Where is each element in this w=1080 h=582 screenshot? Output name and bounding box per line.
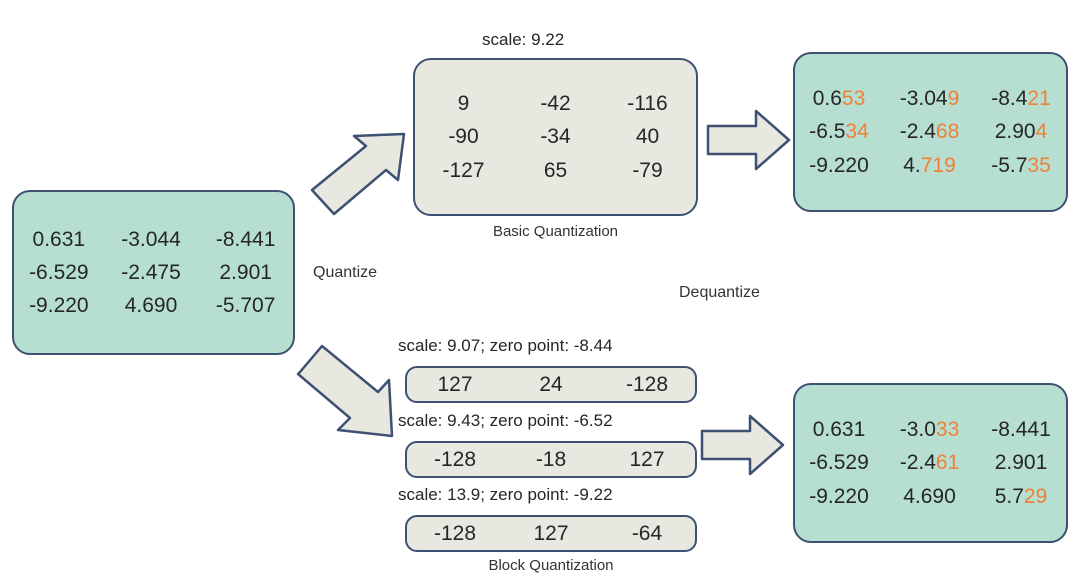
matrix-cell: -6.529: [29, 260, 89, 284]
quantize-arrow-icon: [310, 132, 406, 216]
matrix-cell: -8.441: [215, 227, 276, 251]
matrix-cell: 0.653: [812, 87, 866, 111]
matrix-cell: -127: [442, 158, 485, 182]
matrix-cell: -8.421: [991, 87, 1051, 111]
basic-quantization-caption: Basic Quantization: [492, 223, 619, 240]
block-row-values: -128 127 -64: [407, 517, 695, 550]
matrix-cell: 0.631: [812, 418, 866, 442]
matrix-cell: -3.044: [121, 227, 181, 251]
block-quantization-row-2: -128 -18 127: [405, 441, 697, 478]
matrix-cell: 2.901: [994, 451, 1048, 475]
matrix-cell: -116: [627, 92, 668, 116]
block-dequant-row: 0.631 -3.033 -8.441: [795, 413, 1066, 446]
dequantize-arrow-bottom-icon: [700, 414, 785, 476]
matrix-cell: 65: [543, 158, 568, 182]
matrix-cell: -79: [632, 158, 663, 182]
input-matrix-row: -6.529 -2.475 2.901: [14, 256, 293, 289]
matrix-cell: 24: [539, 372, 563, 396]
block-dequant-box: 0.631 -3.033 -8.441 -6.529 -2.461 2.901 …: [793, 383, 1068, 543]
matrix-cell: -9.220: [809, 153, 869, 177]
dequantize-arrow-top-icon: [706, 109, 791, 171]
matrix-cell: -128: [625, 372, 669, 396]
basic-quant-row: -127 65 -79: [415, 154, 696, 187]
matrix-cell: 4.690: [124, 294, 178, 318]
matrix-cell: -64: [631, 521, 663, 545]
matrix-cell: -128: [433, 521, 477, 545]
block-dequant-row: -6.529 -2.461 2.901: [795, 446, 1066, 479]
block-scale-label-2: scale: 9.43; zero point: -6.52: [398, 411, 613, 430]
matrix-cell: -34: [540, 125, 571, 149]
quantize-label: Quantize: [313, 264, 378, 281]
basic-quant-row: -90 -34 40: [415, 120, 696, 153]
basic-quant-row: 9 -42 -116: [415, 87, 696, 120]
matrix-cell: -5.707: [215, 294, 276, 318]
input-matrix-row: 0.631 -3.044 -8.441: [14, 223, 293, 256]
matrix-cell: 5.729: [994, 484, 1048, 508]
block-row-values: 127 24 -128: [407, 368, 695, 401]
matrix-cell: -3.049: [899, 87, 960, 111]
basic-dequant-row: 0.653 -3.049 -8.421: [795, 82, 1066, 115]
matrix-cell: -128: [433, 447, 477, 471]
matrix-cell: -9.220: [809, 484, 869, 508]
matrix-cell: -2.461: [899, 451, 960, 475]
matrix-cell: 9: [457, 92, 470, 116]
matrix-cell: 0.631: [32, 227, 86, 251]
matrix-cell: 127: [533, 521, 569, 545]
matrix-cell: -18: [535, 447, 567, 471]
block-dequant-row: -9.220 4.690 5.729: [795, 480, 1066, 513]
basic-dequant-box: 0.653 -3.049 -8.421 -6.534 -2.468 2.904 …: [793, 52, 1068, 212]
block-quantization-caption: Block Quantization: [488, 557, 614, 574]
block-quantization-row-1: 127 24 -128: [405, 366, 697, 403]
matrix-cell: 4.719: [903, 153, 956, 177]
matrix-cell: 127: [437, 372, 473, 396]
matrix-cell: 2.904: [994, 120, 1048, 144]
matrix-cell: 2.901: [219, 260, 272, 284]
block-scale-label-3: scale: 13.9; zero point: -9.22: [398, 485, 613, 504]
block-scale-label-1: scale: 9.07; zero point: -8.44: [398, 336, 613, 355]
matrix-cell: -6.529: [809, 451, 869, 475]
basic-dequant-row: -6.534 -2.468 2.904: [795, 115, 1066, 148]
input-matrix-box: 0.631 -3.044 -8.441 -6.529 -2.475 2.901 …: [12, 190, 295, 355]
basic-scale-label: scale: 9.22: [482, 30, 565, 49]
block-row-values: -128 -18 127: [407, 443, 695, 476]
block-quantization-row-3: -128 127 -64: [405, 515, 697, 552]
matrix-cell: -9.220: [29, 294, 89, 318]
matrix-cell: -8.441: [991, 418, 1051, 442]
basic-dequant-row: -9.220 4.719 -5.735: [795, 149, 1066, 182]
dequantize-label: Dequantize: [679, 284, 760, 301]
matrix-cell: -2.475: [121, 260, 181, 284]
matrix-cell: -42: [540, 92, 571, 116]
matrix-cell: -6.534: [809, 120, 869, 144]
input-matrix-row: -9.220 4.690 -5.707: [14, 289, 293, 322]
matrix-cell: 40: [635, 125, 660, 149]
matrix-cell: -3.033: [899, 418, 960, 442]
basic-quantization-box: 9 -42 -116 -90 -34 40 -127 65 -79: [413, 58, 698, 216]
matrix-cell: 4.690: [903, 484, 956, 508]
matrix-cell: -5.735: [991, 153, 1051, 177]
matrix-cell: -2.468: [899, 120, 960, 144]
matrix-cell: 127: [629, 447, 665, 471]
matrix-cell: -90: [448, 125, 479, 149]
block-quantize-arrow-icon: [296, 344, 394, 438]
